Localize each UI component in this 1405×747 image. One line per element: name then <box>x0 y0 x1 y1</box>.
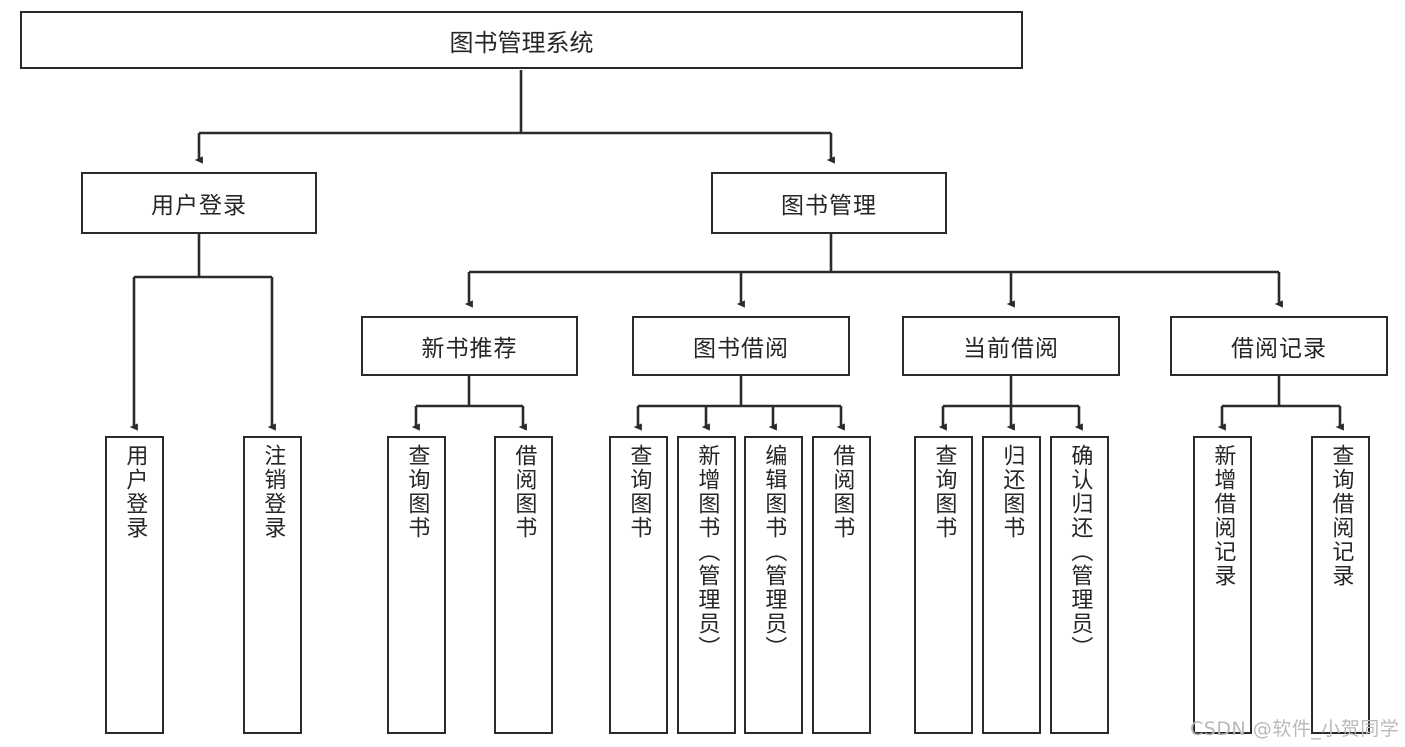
node-label: 确认归还（管理员） <box>1067 444 1093 660</box>
leaf-add-book-admin[interactable]: 新增图书（管理员） <box>677 436 736 734</box>
node-current-borrow[interactable]: 当前借阅 <box>902 316 1120 376</box>
leaf-query-book-current[interactable]: 查询图书 <box>914 436 973 734</box>
node-label: 图书管理系统 <box>449 28 594 57</box>
node-label: 用户登录 <box>151 193 247 219</box>
node-label: 图书管理 <box>781 193 877 219</box>
node-label: 新增借阅记录 <box>1210 444 1236 588</box>
node-user-login[interactable]: 用户登录 <box>81 172 317 234</box>
node-book-management[interactable]: 图书管理 <box>711 172 947 234</box>
node-label: 用户登录 <box>122 444 148 540</box>
node-new-book-recommendation[interactable]: 新书推荐 <box>361 316 578 376</box>
node-label: 新书推荐 <box>421 336 518 362</box>
node-label: 查询图书 <box>626 444 652 540</box>
node-label: 编辑图书（管理员） <box>761 444 787 660</box>
leaf-query-book-borrow[interactable]: 查询图书 <box>609 436 668 734</box>
leaf-logout[interactable]: 注销登录 <box>243 436 302 734</box>
leaf-user-login[interactable]: 用户登录 <box>105 436 164 734</box>
leaf-query-book-new-rec[interactable]: 查询图书 <box>387 436 446 734</box>
node-label: 借阅图书 <box>511 444 537 540</box>
node-label: 图书借阅 <box>693 336 789 362</box>
leaf-borrow-book-borrow[interactable]: 借阅图书 <box>812 436 871 734</box>
node-label: 当前借阅 <box>963 336 1059 362</box>
node-label: 借阅图书 <box>829 444 855 540</box>
node-label: 新增图书（管理员） <box>694 444 720 660</box>
node-label: 查询借阅记录 <box>1328 444 1354 588</box>
leaf-edit-book-admin[interactable]: 编辑图书（管理员） <box>744 436 803 734</box>
leaf-borrow-book-new-rec[interactable]: 借阅图书 <box>494 436 553 734</box>
node-borrow-record[interactable]: 借阅记录 <box>1170 316 1388 376</box>
node-label: 查询图书 <box>931 444 957 540</box>
leaf-return-book[interactable]: 归还图书 <box>982 436 1041 734</box>
leaf-query-borrow-record[interactable]: 查询借阅记录 <box>1311 436 1370 734</box>
leaf-add-borrow-record[interactable]: 新增借阅记录 <box>1193 436 1252 734</box>
csdn-watermark: CSDN @软件_小贺同学 <box>1190 718 1400 740</box>
node-label: 查询图书 <box>404 444 430 540</box>
leaf-confirm-return-admin[interactable]: 确认归还（管理员） <box>1050 436 1109 734</box>
node-label: 注销登录 <box>260 444 286 540</box>
node-book-borrow[interactable]: 图书借阅 <box>632 316 850 376</box>
node-root-book-management-system[interactable]: 图书管理系统 <box>20 11 1023 69</box>
node-label: 归还图书 <box>999 444 1025 540</box>
node-label: 借阅记录 <box>1231 336 1327 362</box>
